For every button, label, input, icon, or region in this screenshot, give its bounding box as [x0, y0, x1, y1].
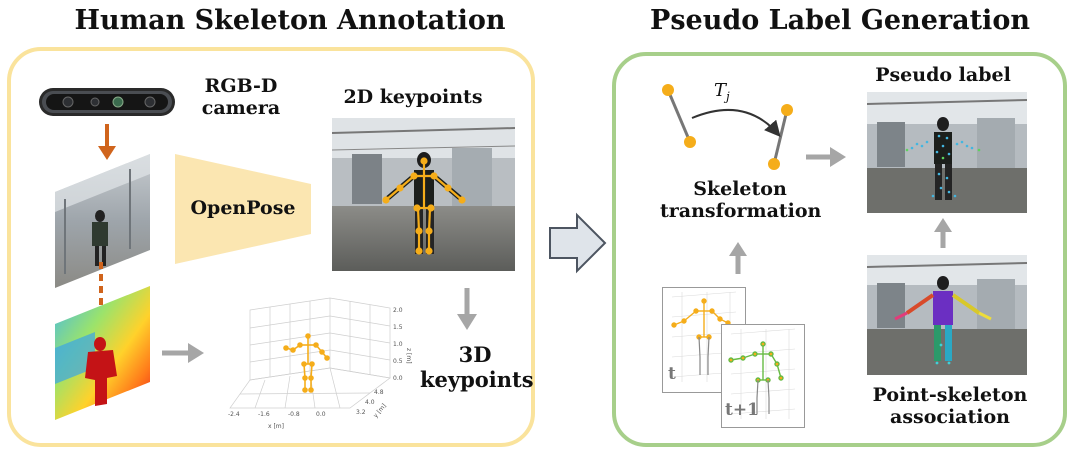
z-tick: 0.0 [393, 375, 403, 382]
keypoints3d-line1: 3D [458, 342, 492, 367]
openpose-trapezoid [175, 154, 311, 264]
gray-arrow-icon [806, 147, 846, 167]
pseudo-label-title: Pseudo label [875, 64, 1011, 86]
right-panel [612, 52, 1067, 447]
gray-arrow-icon [457, 288, 477, 330]
keypoints2d-label: 2D keypoints [343, 86, 483, 108]
rgb-image [55, 154, 150, 288]
transform-symbol: Tj [714, 80, 730, 104]
z-axis-label: z [m] [405, 348, 412, 364]
keypoints3d-label: 3D keypoints [420, 342, 534, 393]
camera-label: RGB-D camera [186, 75, 296, 120]
depth-image [55, 286, 150, 420]
openpose-label: OpenPose [190, 197, 296, 219]
gray-arrow-icon [729, 242, 747, 274]
y-tick: 4.8 [374, 389, 384, 396]
gray-arrow-icon [934, 218, 952, 248]
plot3d: 0.0 0.5 1.0 1.5 2.0 z [m] -2.4 -1.6 -0.8… [228, 297, 412, 430]
camera-label-line1: RGB-D [204, 75, 278, 97]
y-tick: 4.0 [365, 399, 375, 406]
x-axis-label: x [m] [268, 423, 284, 430]
frame-t1-label: t+1 [725, 400, 759, 420]
big-right-arrow-icon [549, 212, 607, 274]
x-tick: 0.0 [316, 411, 326, 418]
left-title: Human Skeleton Annotation [74, 5, 506, 36]
association-line1: Point-skeleton [872, 384, 1028, 406]
left-panel [7, 47, 535, 447]
transform-symbol-sub: j [726, 89, 730, 104]
dashed-link [99, 262, 103, 310]
x-tick: -2.4 [228, 411, 240, 418]
z-tick: 2.0 [393, 307, 403, 314]
x-tick: -0.8 [288, 411, 300, 418]
y-tick: 3.2 [356, 409, 366, 416]
skeleton-transform-diagram [662, 84, 793, 170]
frame-t [662, 287, 746, 393]
transform-symbol-main: T [714, 80, 727, 101]
right-title: Pseudo Label Generation [650, 5, 1030, 36]
z-tick: 1.5 [393, 324, 403, 331]
keypoints2d-image [332, 118, 515, 271]
gray-arrow-icon [162, 343, 204, 363]
z-tick: 0.5 [393, 358, 403, 365]
camera-label-line2: camera [201, 97, 281, 120]
orange-arrow-icon [98, 124, 116, 160]
association-label: Point-skeleton association [860, 384, 1040, 429]
frame-t1 [721, 324, 805, 428]
frame-t-label: t [668, 364, 676, 384]
association-line2: association [890, 406, 1010, 429]
skeleton-transform-line1: Skeleton [693, 178, 787, 200]
skeleton-transform-line2: transformation [660, 200, 822, 223]
x-tick: -1.6 [258, 411, 270, 418]
keypoints3d-line2: keypoints [420, 366, 534, 392]
z-tick: 1.0 [393, 341, 403, 348]
association-image [867, 255, 1027, 375]
skeleton-transform-label: Skeleton transformation [660, 178, 822, 223]
pseudo-label-image [867, 92, 1027, 213]
camera-icon [39, 88, 175, 116]
